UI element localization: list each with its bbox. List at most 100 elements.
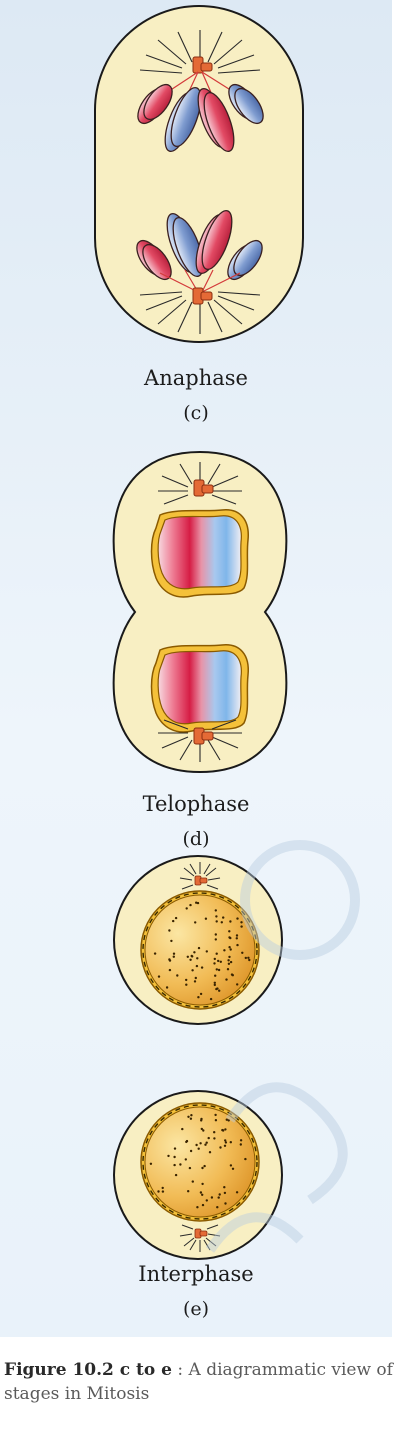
chromatin-dot	[228, 955, 231, 959]
chromatin-dot	[168, 929, 171, 932]
chromatin-dot	[217, 1196, 220, 1199]
chromatin-dot	[219, 1146, 222, 1149]
chromatin-dot	[173, 1163, 176, 1167]
chromatin-dot	[149, 1162, 153, 1166]
chromatin-dot	[200, 966, 204, 969]
chromatin-dot	[200, 1117, 203, 1121]
telophase-centriole-top	[193, 479, 214, 497]
centriole-top	[192, 56, 213, 74]
chromatin-dot	[209, 997, 213, 1001]
mitosis-diagram	[94, 5, 304, 1260]
chromatin-dot	[213, 1131, 216, 1134]
chromatin-dot	[244, 1157, 247, 1161]
interphase-centriole-top	[194, 875, 208, 886]
chromatin-dot	[213, 957, 216, 961]
chromatin-dot	[204, 917, 208, 920]
chromatin-dot	[235, 937, 238, 940]
chromatin-dot	[223, 1144, 227, 1148]
centriole-bottom	[192, 287, 213, 305]
chromatin-dot	[213, 981, 216, 984]
interphase-cell-bottom	[113, 1090, 283, 1260]
chromatin-dot	[199, 1142, 202, 1145]
chromatin-dot	[213, 962, 216, 965]
chromatin-dot	[165, 986, 169, 989]
chromatin-dot	[228, 930, 231, 933]
chromatin-dot	[191, 969, 194, 972]
chromatin-dot	[224, 1128, 227, 1131]
chromatin-dot	[161, 1186, 164, 1190]
chromatin-dot	[208, 1151, 212, 1154]
chromatin-dot	[218, 989, 221, 992]
chromatin-dot	[213, 983, 216, 987]
chromatin-dot	[161, 1190, 165, 1193]
stage-letter-c: (c)	[183, 402, 209, 424]
chromatin-dot	[224, 1141, 228, 1144]
chromatin-dot	[202, 1129, 205, 1132]
chromatin-dot	[172, 952, 176, 955]
chromatin-dot	[188, 1166, 192, 1170]
stage-label-telophase: Telophase	[142, 792, 250, 816]
chromatin-dot	[197, 996, 200, 999]
figure-caption: Figure 10.2 c to e : A diagrammatic view…	[4, 1358, 414, 1406]
chromatin-dot	[222, 1129, 225, 1132]
chromatin-dot	[176, 974, 179, 977]
chromatin-dot	[194, 921, 197, 924]
chromatin-dot	[244, 956, 247, 960]
chromatin-dot	[196, 957, 199, 960]
chromatin-dot	[173, 1155, 176, 1159]
interphase-cell-top	[113, 855, 283, 1025]
aster-bottom	[139, 291, 261, 334]
chromatin-dot	[214, 938, 217, 941]
chromatin-dot	[172, 919, 175, 923]
chromatin-dot	[240, 925, 243, 928]
interphase-aster-top	[179, 862, 221, 890]
chromatin-dot	[210, 1196, 214, 1199]
chromatin-dot	[187, 1190, 190, 1193]
figure-label: Figure 10.2 c to e	[4, 1360, 172, 1380]
chromatin-dot	[190, 1114, 193, 1117]
chromatin-dot	[222, 916, 225, 919]
stage-letter-e: (e)	[182, 1298, 210, 1320]
telophase-nucleus-top	[150, 509, 249, 598]
chromatin-dot	[236, 943, 239, 947]
chromatin-dot	[224, 1202, 227, 1205]
interphase-chromatin-top	[153, 901, 251, 1001]
chromatin-dot	[205, 1199, 208, 1202]
caption-text: : A diagrammatic view of stages in Mitos…	[4, 1360, 393, 1404]
chromatin-dot	[229, 936, 232, 940]
chromatin-dot	[189, 1117, 193, 1120]
chromatin-dot	[240, 921, 243, 924]
chromatin-dot	[214, 1113, 217, 1117]
chromatin-dot	[216, 1206, 219, 1209]
chromatin-dot	[196, 1206, 199, 1209]
interphase-aster-bottom	[179, 1224, 221, 1252]
chromatin-dot	[214, 974, 217, 977]
chromatin-dot	[191, 955, 194, 958]
chromatin-dot	[227, 959, 230, 962]
chromatin-dot	[239, 1143, 242, 1146]
chromatin-dot	[214, 909, 217, 912]
chromatin-dot	[236, 917, 239, 920]
chromatin-dot	[195, 964, 199, 968]
chromatin-dot	[229, 960, 233, 964]
chromatin-dot	[174, 1173, 178, 1177]
chromatin-dot	[215, 952, 218, 955]
chromatin-dot	[153, 952, 157, 955]
chromatin-dot	[174, 916, 178, 920]
chromatin-dot	[241, 951, 244, 954]
telophase-aster-bottom	[158, 719, 242, 762]
chromatin-dot	[205, 1141, 208, 1144]
chromatin-dot	[217, 959, 220, 963]
chromatin-dot	[213, 1137, 216, 1140]
chromatin-dot	[220, 921, 223, 924]
chromatin-dot	[214, 933, 217, 936]
chromatin-dot	[227, 1119, 230, 1122]
chromatin-dot	[194, 976, 197, 980]
chromatin-dot	[231, 1167, 235, 1171]
chromatin-dot	[205, 950, 208, 953]
chromatin-dot	[217, 968, 221, 972]
telophase-nucleus-bottom	[150, 644, 249, 733]
chromatin-dot	[215, 915, 218, 918]
chromatin-dot	[167, 1154, 170, 1158]
chromatin-dot	[225, 1118, 228, 1121]
